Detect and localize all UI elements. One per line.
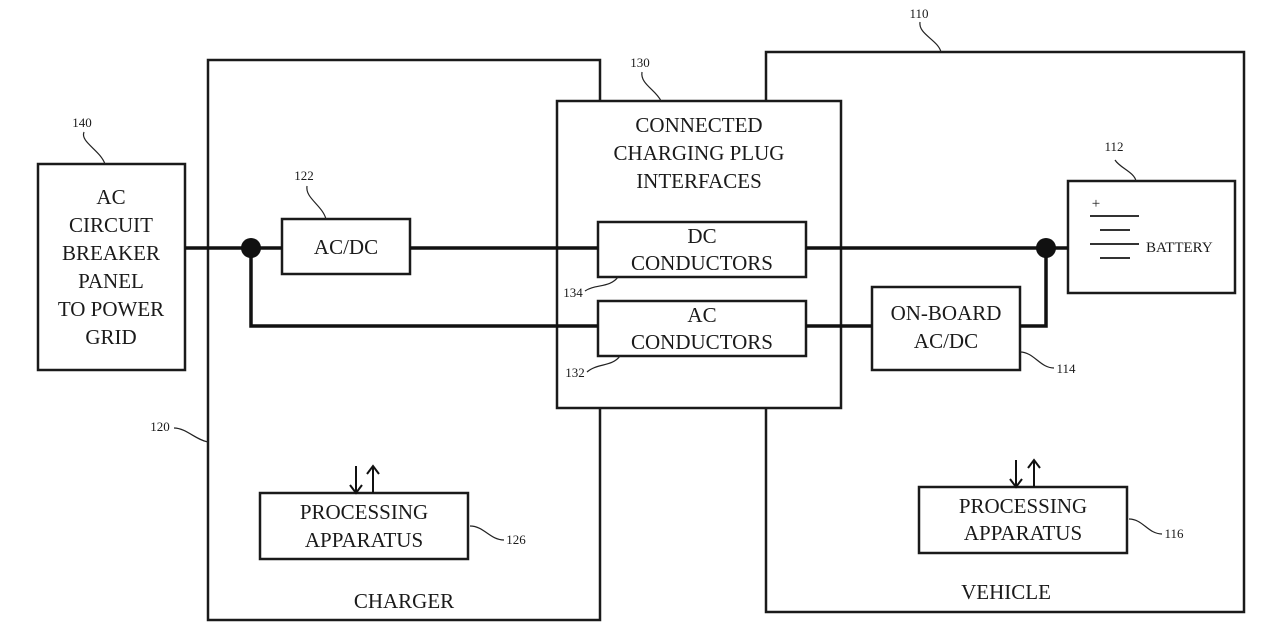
- battery-label: BATTERY: [1146, 240, 1213, 256]
- ref-110: 110: [909, 6, 928, 21]
- leader-110: [919, 21, 942, 53]
- junction-node-charger: [241, 238, 261, 258]
- power-wires: [185, 246, 1068, 328]
- grid-panel-line-5: TO POWER: [58, 297, 164, 321]
- charger-processing-line-1: PROCESSING: [300, 500, 428, 524]
- charger-data-arrows-icon: [349, 464, 380, 495]
- leader-116: [1128, 518, 1163, 535]
- vehicle-processing-line-1: PROCESSING: [959, 494, 1087, 518]
- vehicle-outline: [764, 50, 1246, 614]
- charger-processing-line-2: APPARATUS: [305, 528, 423, 552]
- ac-conductors-line-2: CONDUCTORS: [631, 330, 773, 354]
- dc-conductors-line-1: DC: [687, 224, 716, 248]
- vehicle-label: VEHICLE: [961, 580, 1051, 604]
- acdc-label: AC/DC: [314, 235, 378, 259]
- leader-112: [1114, 159, 1137, 182]
- plug-title-line-3: INTERFACES: [636, 169, 762, 193]
- onboard-acdc-box: [870, 285, 1022, 372]
- vehicle-processing-line-2: APPARATUS: [964, 521, 1082, 545]
- vehicle-data-arrows-icon: [1009, 458, 1041, 489]
- ref-114: 114: [1056, 361, 1076, 376]
- leader-134: [584, 276, 619, 292]
- charger-outline: [206, 58, 602, 622]
- ref-126: 126: [506, 532, 526, 547]
- battery-cell-icon: [1090, 215, 1139, 259]
- charger-label: CHARGER: [354, 589, 454, 613]
- ref-134: 134: [563, 285, 583, 300]
- ac-conductors-line-1: AC: [687, 303, 716, 327]
- ref-130: 130: [630, 55, 650, 70]
- ref-116: 116: [1164, 526, 1184, 541]
- charger-processing-box: [258, 491, 470, 561]
- plug-title-line-1: CONNECTED: [635, 113, 762, 137]
- ref-122: 122: [294, 168, 314, 183]
- leader-126: [469, 525, 505, 541]
- ref-120: 120: [150, 419, 170, 434]
- ref-132: 132: [565, 365, 585, 380]
- grid-panel-box: [36, 162, 187, 372]
- grid-panel-line-1: AC: [96, 185, 125, 209]
- grid-panel-line-2: CIRCUIT: [69, 213, 153, 237]
- leader-122: [306, 185, 327, 220]
- battery-plus-sign: +: [1092, 196, 1100, 212]
- leader-130: [641, 71, 662, 102]
- grid-panel-line-3: BREAKER: [62, 241, 160, 265]
- plug-title-line-2: CHARGING PLUG: [614, 141, 785, 165]
- onboard-acdc-line-1: ON-BOARD: [891, 301, 1002, 325]
- grid-panel-line-4: PANEL: [78, 269, 144, 293]
- vehicle-processing-box: [917, 485, 1129, 555]
- dc-conductors-line-2: CONDUCTORS: [631, 251, 773, 275]
- leader-132: [586, 355, 621, 373]
- ac-conductors-box: [596, 299, 808, 358]
- ref-112: 112: [1104, 139, 1123, 154]
- leader-120: [173, 427, 209, 443]
- onboard-acdc-line-2: AC/DC: [914, 329, 978, 353]
- plug-interface-box: [555, 99, 843, 410]
- battery-box: [1066, 179, 1237, 295]
- junction-node-vehicle: [1036, 238, 1056, 258]
- ref-140: 140: [72, 115, 92, 130]
- grid-panel-line-6: GRID: [85, 325, 136, 349]
- leader-140: [82, 131, 106, 165]
- leader-114: [1019, 351, 1055, 369]
